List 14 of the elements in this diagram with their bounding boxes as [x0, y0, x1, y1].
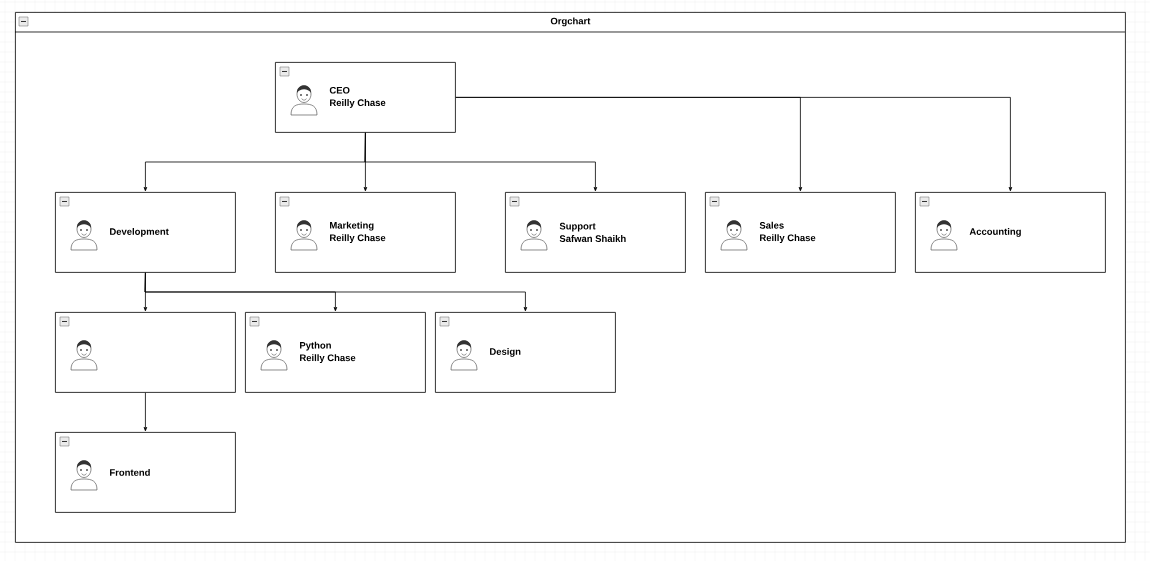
person-box: Support Safwan Shaikh [505, 192, 686, 273]
arrow [143, 392, 148, 432]
person-box [55, 312, 236, 393]
person-box: Frontend [55, 432, 236, 513]
person-box: Python Reilly Chase [245, 312, 426, 393]
person-box: CEO Reilly Chase [275, 62, 456, 133]
arrow [364, 132, 598, 192]
arrow [455, 97, 1013, 192]
person-box: Development [55, 192, 236, 273]
person-box: Marketing Reilly Chase [275, 192, 456, 273]
person-box: Accounting [915, 192, 1106, 273]
arrow [144, 272, 528, 312]
person-box: Design [435, 312, 616, 393]
person-box: Sales Reilly Chase [705, 192, 896, 273]
